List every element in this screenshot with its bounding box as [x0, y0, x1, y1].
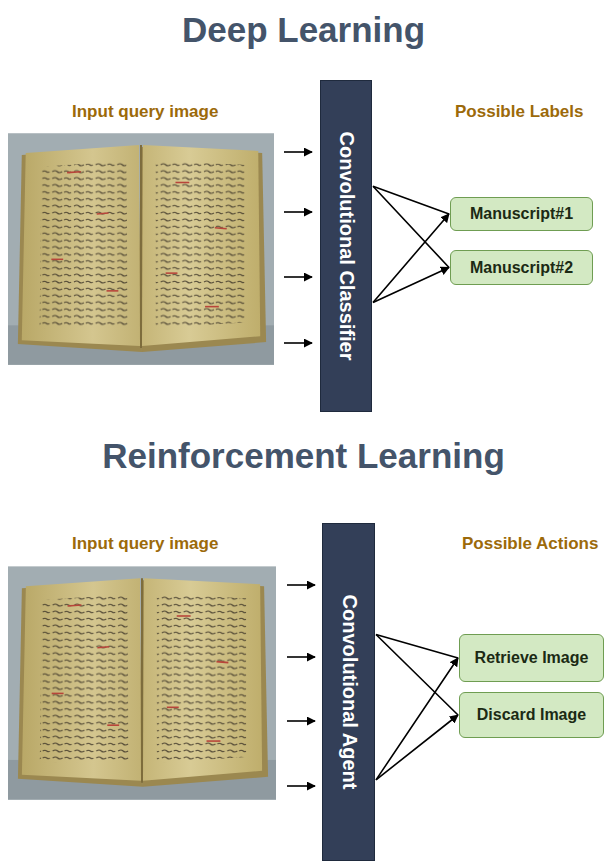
- label-box: Manuscript#1: [450, 197, 593, 231]
- label-box: Manuscript#2: [450, 250, 593, 285]
- section-title: Reinforcement Learning: [0, 436, 607, 476]
- section-label: Possible Labels: [455, 102, 584, 122]
- action-box: Retrieve Image: [459, 634, 604, 682]
- connector-arrow: [373, 186, 449, 302]
- box-text: Discard Image: [477, 706, 586, 724]
- connector-arrow: [376, 635, 458, 780]
- box-text: Convolutional Classifier: [335, 132, 358, 361]
- box-text: Convolutional Agent: [337, 595, 360, 790]
- section-title: Deep Learning: [0, 10, 607, 50]
- section-label: Input query image: [72, 534, 218, 554]
- box-text: Manuscript#1: [470, 205, 573, 223]
- connector-arrow: [373, 186, 449, 302]
- connector-arrow: [376, 635, 458, 780]
- classifier-block: Convolutional Classifier: [320, 80, 372, 412]
- manuscript-photo: [8, 133, 274, 365]
- section-label: Input query image: [72, 102, 218, 122]
- action-box: Discard Image: [459, 692, 604, 738]
- box-text: Retrieve Image: [475, 649, 589, 667]
- manuscript-photo: [8, 566, 276, 799]
- section-label: Possible Actions: [462, 534, 598, 554]
- box-text: Manuscript#2: [470, 259, 573, 277]
- agent-block: Convolutional Agent: [322, 523, 375, 861]
